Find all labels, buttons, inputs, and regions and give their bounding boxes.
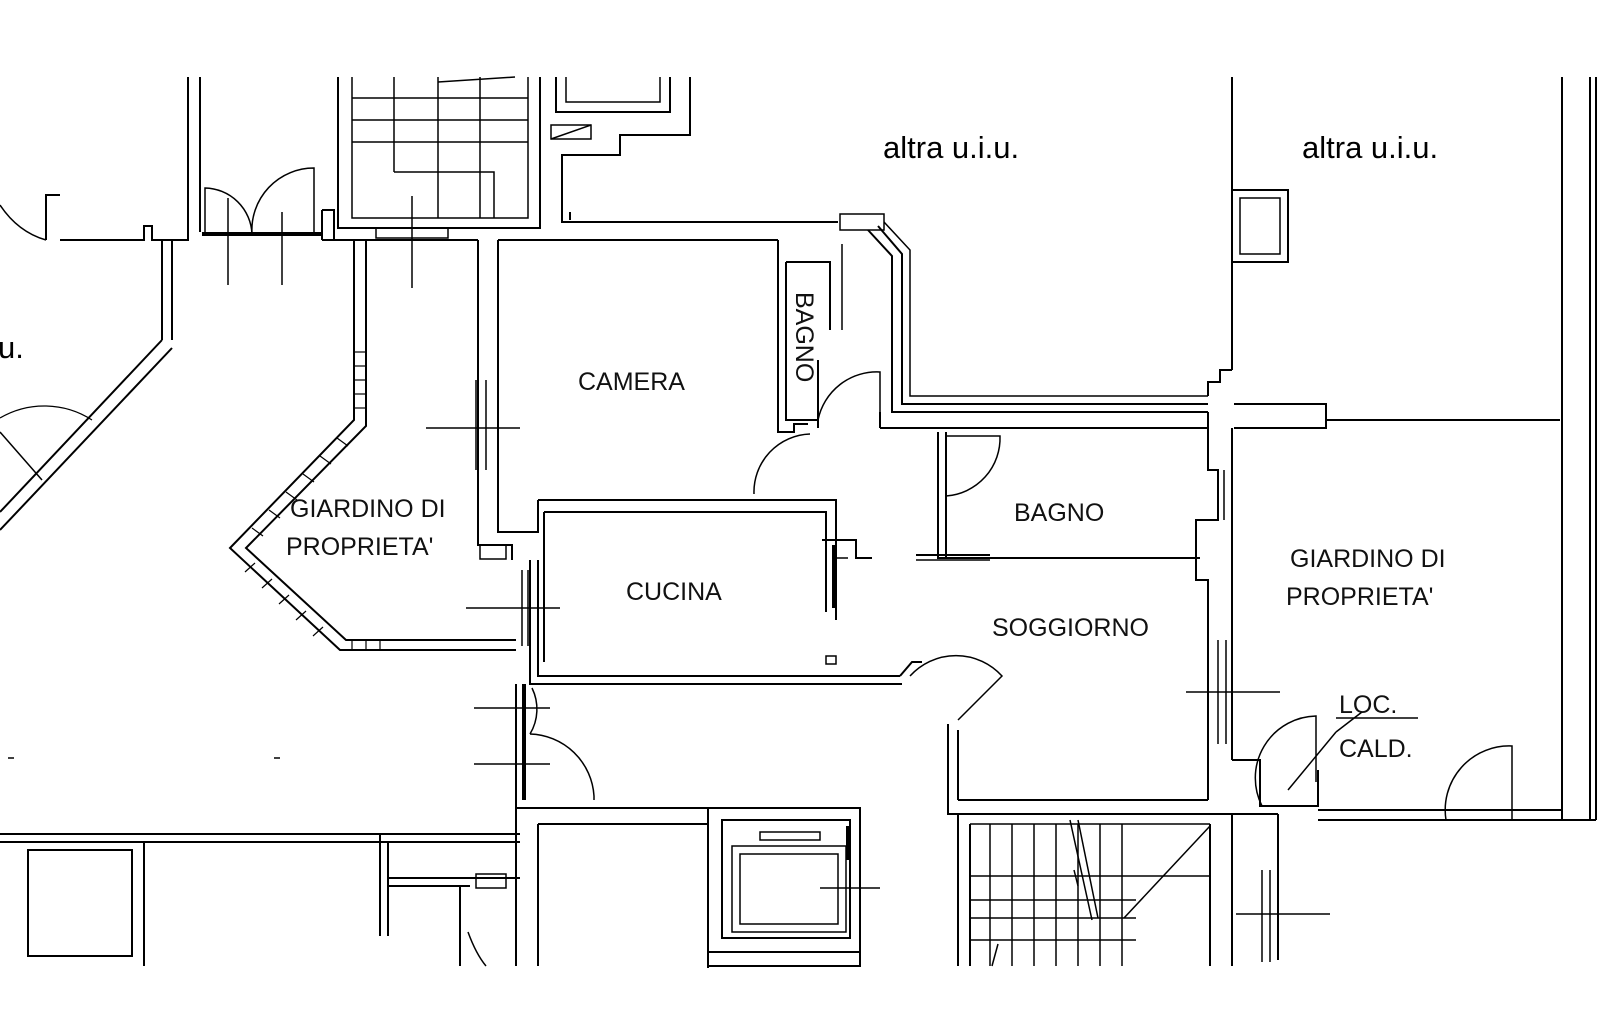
stair-top-left (337, 76, 541, 288)
label-camera: CAMERA (578, 368, 685, 396)
wall-diagonal-top (839, 213, 1209, 429)
elevator (707, 807, 880, 967)
label-soggiorno: SOGGIORNO (992, 614, 1149, 642)
top-structure (550, 77, 838, 223)
label-altra-uiu-left: u. (0, 330, 24, 365)
room-camera (426, 239, 811, 560)
label-giardino-right-line2: PROPRIETA' (1286, 583, 1433, 611)
label-giardino-left-line2: PROPRIETA' (286, 533, 433, 561)
left-edge-walls (0, 77, 478, 340)
room-giardino-right (1231, 428, 1596, 960)
room-soggiorno (899, 558, 1280, 815)
room-bagno-small (785, 244, 881, 428)
label-loc: LOC. (1339, 691, 1397, 719)
room-labels: altra u.i.u. altra u.i.u. u. CAMERA BAGN… (0, 130, 1446, 763)
label-giardino-left-line1: GIARDINO DI (290, 495, 446, 523)
bottom-left-walls (0, 757, 520, 967)
upper-right-walls (1207, 77, 1597, 820)
label-cald: CALD. (1339, 735, 1413, 763)
entry-doors (474, 684, 709, 968)
left-diagonal-wall (0, 240, 516, 651)
label-cucina: CUCINA (626, 578, 722, 606)
room-cucina (466, 499, 902, 685)
label-giardino-right-line1: GIARDINO DI (1290, 545, 1446, 573)
label-altra-uiu-2: altra u.i.u. (1302, 130, 1438, 165)
room-bagno (916, 428, 1225, 561)
stair-bottom (957, 814, 1330, 967)
label-bagno-small: BAGNO (790, 292, 818, 382)
label-altra-uiu-1: altra u.i.u. (883, 130, 1019, 165)
label-bagno: BAGNO (1014, 499, 1104, 527)
